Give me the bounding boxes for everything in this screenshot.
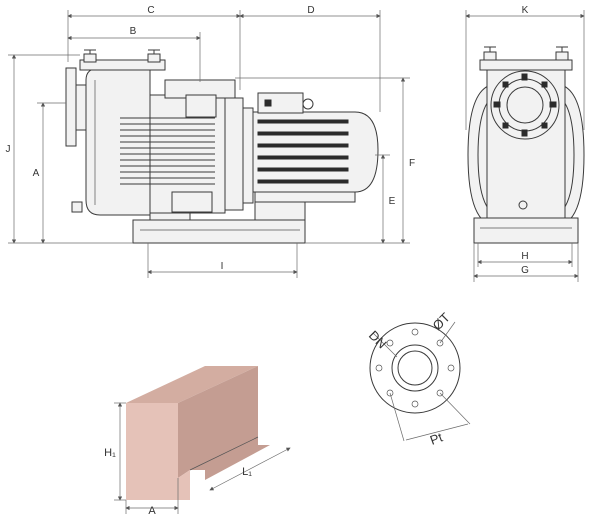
front-dimensions: K H G (465, 5, 585, 282)
label-k: K (522, 5, 529, 16)
pump-side-view (65, 49, 379, 244)
label-i: I (221, 261, 224, 272)
label-e: E (389, 196, 396, 207)
label-b: B (130, 26, 137, 37)
label-f: F (409, 158, 415, 169)
concrete-base: H₁ A L₁ (104, 366, 291, 517)
label-d: D (307, 5, 314, 16)
label-h1: H₁ (104, 447, 116, 459)
label-c: C (147, 5, 154, 16)
label-p: Pt (428, 429, 445, 447)
label-a: A (33, 168, 40, 179)
label-l1: L₁ (242, 466, 252, 478)
label-h: H (521, 251, 528, 262)
side-dimensions: C B D J A F E I (6, 5, 415, 278)
label-g: G (521, 265, 529, 276)
label-dn: DN (366, 328, 390, 352)
flange-detail: DN ØT Pt (366, 310, 471, 448)
label-j: J (6, 144, 11, 155)
pump-front-view (467, 46, 585, 244)
label-a-base: A (148, 505, 156, 517)
